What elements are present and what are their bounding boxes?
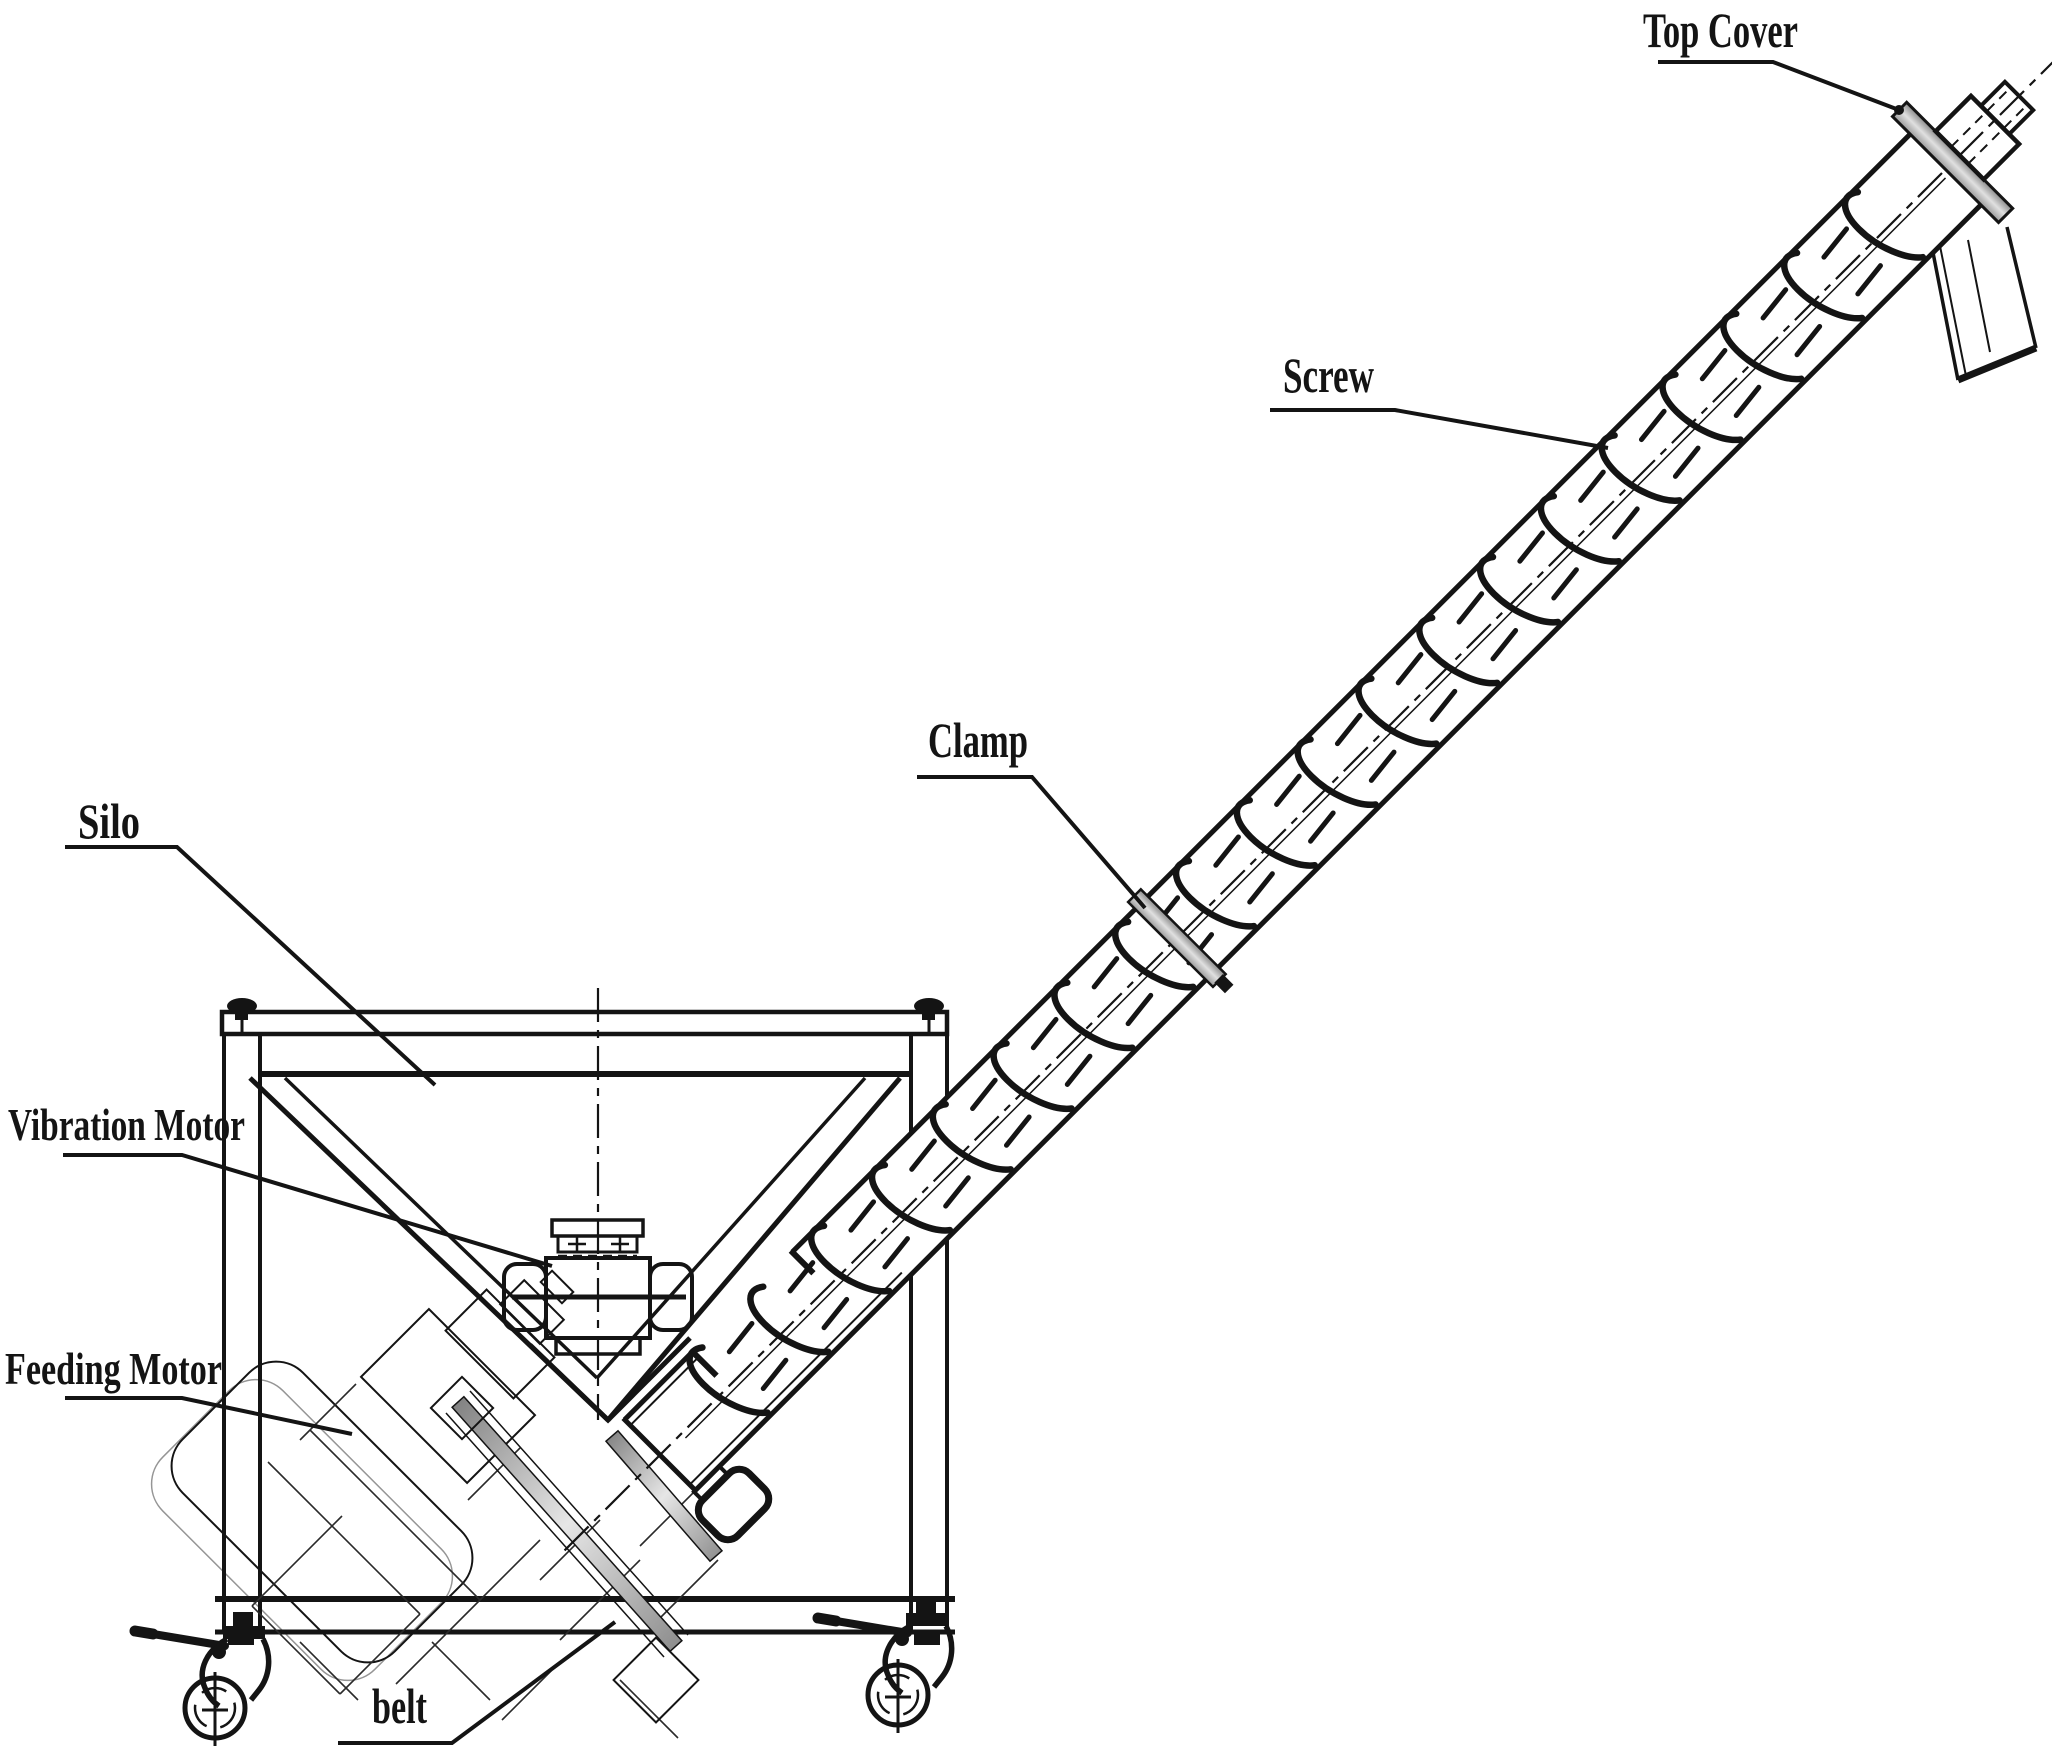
label-feeding-motor: Feeding Motor [5,1343,222,1394]
screw-flight [686,188,1927,1417]
top-bearing [1932,78,2037,183]
belt-run-front [451,1395,683,1653]
label-top-cover: Top Cover [1643,2,1798,58]
belt-pulley-lower [612,1636,700,1724]
leader-screw [1270,408,1609,450]
label-belt: belt [372,1678,427,1734]
tube-wall-lower [693,203,1983,1493]
caster-bolt-left [228,1634,254,1645]
caster-left [135,1612,269,1746]
stand-frame [215,998,955,1645]
hopper-wall-right-outer [606,1076,902,1422]
post-cap-bolt-right [914,998,944,1033]
hopper-wall-right-inner [595,1076,867,1380]
leader-clamp [917,775,1147,910]
screw-conveyor [563,57,2052,1552]
leader-top-cover-tip [1894,105,1904,115]
leader-feeding-motor [65,1396,353,1436]
label-vibration-motor: Vibration Motor [8,1099,245,1150]
tube-inner-wall [629,1271,903,1486]
belt-run-rear [604,1429,724,1563]
caster-bolt-right [914,1634,940,1645]
label-clamp: Clamp [928,712,1028,768]
belt-pulley-upper [429,1375,495,1441]
label-screw: Screw [1283,347,1374,403]
caster-right [818,1599,952,1733]
tube-centerline [563,57,2052,1552]
clamp-bolt [1214,974,1234,994]
label-silo: Silo [78,793,140,849]
belt-drive [251,1375,724,1739]
screw-shaft-line [684,177,1947,1439]
leader-silo [65,845,437,1087]
callouts: Top Cover Screw Clamp Silo Vibration Mot… [5,2,1904,1745]
leader-vibration-motor [63,1153,553,1268]
post-cap-bolt-left [227,998,257,1033]
frame-posts [222,1034,949,1632]
leader-top-cover [1658,60,1900,112]
drive-shaft-end [691,1463,773,1544]
hopper-vertex [528,1336,692,1424]
leader-belt [338,1620,617,1745]
construction-lines [251,1383,719,1739]
belt-channel [445,1390,689,1658]
